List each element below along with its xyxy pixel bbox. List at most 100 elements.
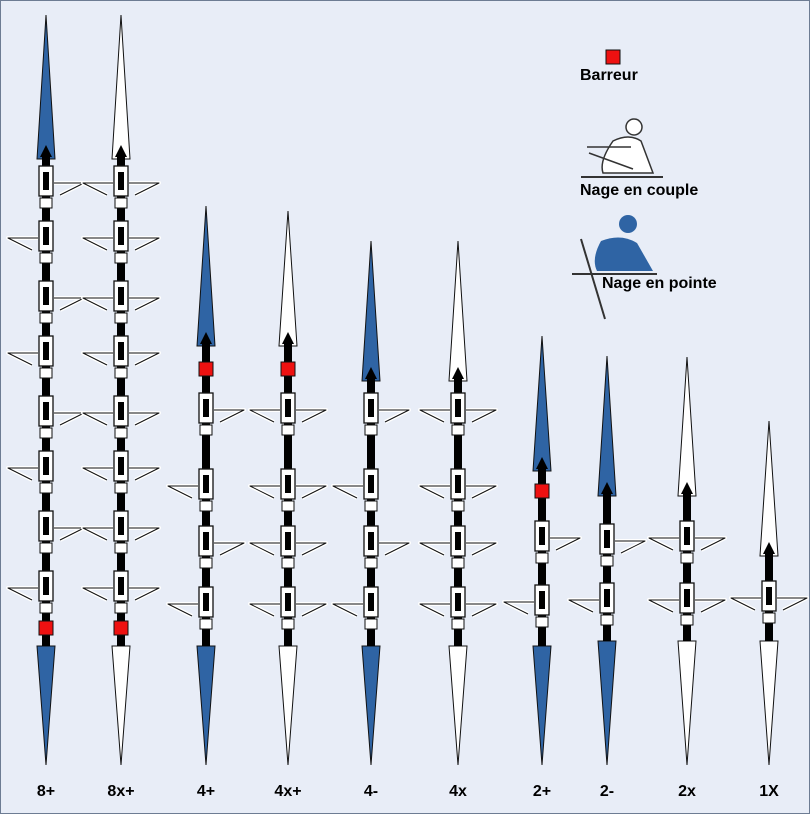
- seat-slide: [43, 172, 49, 190]
- seat-slide: [43, 517, 49, 535]
- bow-deck-tip: [40, 145, 52, 157]
- seat-slide: [368, 475, 374, 493]
- oar-rigger-outline: [167, 603, 198, 617]
- legend-sculling-label: Nage en couple: [580, 182, 699, 199]
- rower-seat: [6, 335, 54, 379]
- seat-slide: [285, 399, 291, 417]
- rower-seat: [248, 468, 328, 512]
- coxswain-marker: [280, 361, 296, 377]
- boat-4x: [418, 240, 498, 766]
- sculler-oar-low: [588, 152, 634, 170]
- rower-seat: [418, 468, 498, 512]
- seat-slide: [285, 532, 291, 550]
- seat-slide: [285, 475, 291, 493]
- footstretcher: [114, 252, 128, 264]
- coxswain-marker: [38, 620, 54, 636]
- rower-seat: [599, 523, 647, 567]
- bow-deck-tip: [681, 482, 693, 494]
- bow-point: [677, 356, 697, 497]
- seat-slide: [118, 342, 124, 360]
- seat-slide: [455, 399, 461, 417]
- rower-seat: [248, 586, 328, 630]
- oar-rigger-outline: [466, 485, 497, 499]
- seat-slide: [118, 287, 124, 305]
- oar-rigger-outline: [82, 527, 113, 541]
- sweep-rower-icon: [572, 215, 657, 320]
- oar-rigger-outline: [129, 527, 160, 541]
- boat-label: 4x: [449, 783, 467, 800]
- rower-seat: [81, 570, 161, 614]
- footstretcher: [535, 552, 549, 564]
- seat-slide: [118, 227, 124, 245]
- rower-seat: [502, 584, 550, 628]
- stern-point: [361, 645, 381, 766]
- legend-coxswain-label: Barreur: [580, 67, 638, 84]
- seat-slide: [43, 457, 49, 475]
- oar-rigger-outline: [129, 297, 160, 311]
- rower-seat: [647, 582, 727, 626]
- rower-seat: [331, 468, 379, 512]
- footstretcher: [281, 557, 295, 569]
- stern-point: [278, 645, 298, 766]
- seat-slide: [43, 577, 49, 595]
- footstretcher: [680, 614, 694, 626]
- oar-rigger-outline: [249, 542, 280, 556]
- footstretcher: [114, 542, 128, 554]
- boat-4x-coxlesscoxed: [248, 210, 328, 766]
- rower-seat: [6, 570, 54, 614]
- rower-seat: [363, 392, 411, 436]
- oar-rigger-outline: [214, 409, 245, 423]
- seat-slide: [455, 475, 461, 493]
- bow-deck-tip: [365, 367, 377, 379]
- oar-rigger-outline: [7, 467, 38, 481]
- footstretcher: [281, 500, 295, 512]
- boat-2x: [647, 356, 727, 766]
- rower-seat: [248, 392, 328, 436]
- footstretcher: [364, 618, 378, 630]
- oar-rigger-outline: [167, 485, 198, 499]
- rower-seat: [567, 582, 615, 626]
- boat-label: 8+: [36, 783, 56, 800]
- footstretcher: [199, 424, 213, 436]
- footstretcher: [364, 500, 378, 512]
- stern-point: [448, 645, 468, 766]
- oar-rigger-outline: [419, 409, 450, 423]
- oar-rigger-outline: [379, 542, 410, 556]
- bow-point: [196, 205, 216, 347]
- bow-point: [448, 240, 468, 382]
- coxswain-marker: [534, 483, 550, 499]
- oar-rigger-outline: [82, 587, 113, 601]
- rower-seat: [331, 586, 379, 630]
- footstretcher: [39, 252, 53, 264]
- oar-rigger-outline: [466, 542, 497, 556]
- footstretcher: [39, 427, 53, 439]
- bow-point: [111, 14, 131, 160]
- oar-rigger-outline: [568, 599, 599, 613]
- oar-rigger-outline: [129, 237, 160, 251]
- rower-seat: [647, 520, 727, 564]
- seat-slide: [455, 593, 461, 611]
- legend-sweep-label: Nage en pointe: [602, 275, 717, 292]
- rower-seat: [6, 450, 54, 494]
- seat-slide: [118, 172, 124, 190]
- oar-rigger-outline: [777, 597, 808, 611]
- oar-rigger-outline: [7, 587, 38, 601]
- bow-deck-tip: [282, 332, 294, 344]
- bow-point: [361, 240, 381, 382]
- rower-seat: [81, 280, 161, 324]
- seat-slide: [684, 589, 690, 607]
- legend-coxswain-square: [605, 49, 621, 65]
- stern-point: [677, 640, 697, 766]
- bow-deck-tip: [115, 145, 127, 157]
- seat-slide: [539, 591, 545, 609]
- rower-seat: [38, 395, 86, 439]
- seat-slide: [604, 589, 610, 607]
- oar-rigger-outline: [419, 485, 450, 499]
- stern-point: [196, 645, 216, 766]
- footstretcher: [39, 542, 53, 554]
- oar-rigger-outline: [419, 603, 450, 617]
- oar-rigger-outline: [419, 542, 450, 556]
- rower-seat: [166, 586, 214, 630]
- footstretcher: [451, 500, 465, 512]
